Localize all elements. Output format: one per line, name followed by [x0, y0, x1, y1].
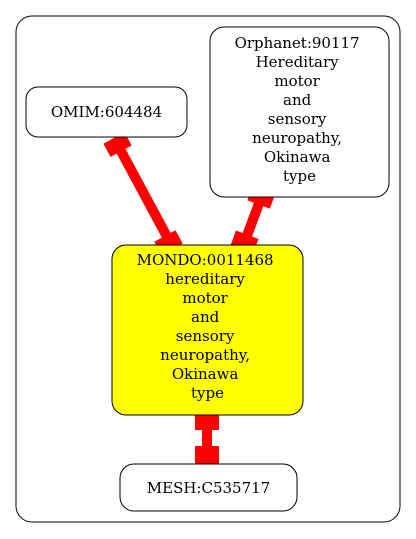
node-mondo-line: Okinawa: [172, 365, 239, 383]
node-mondo-line: hereditary: [165, 270, 245, 288]
node-omim-label: OMIM:604484: [51, 103, 162, 121]
node-orphanet-line: and: [283, 91, 312, 109]
node-orphanet-line: Orphanet:90117: [235, 34, 360, 52]
node-orphanet-label: Orphanet:90117 Hereditary motor and sens…: [235, 34, 365, 185]
node-mondo-line: motor: [182, 289, 228, 307]
node-orphanet-line: neuropathy,: [252, 129, 342, 147]
node-mondo-label: MONDO:0011468 hereditary motor and senso…: [137, 251, 279, 402]
node-mesh-label: MESH:C535717: [147, 479, 270, 497]
node-orphanet-line: type: [283, 167, 316, 185]
node-mondo-line: neuropathy,: [160, 346, 250, 364]
node-orphanet-line: motor: [274, 72, 320, 90]
node-mondo-line: type: [191, 384, 224, 402]
node-mondo[interactable]: MONDO:0011468 hereditary motor and senso…: [111, 244, 304, 416]
edge-mondo-mesh: [195, 410, 219, 470]
node-orphanet-line: sensory: [268, 110, 327, 128]
node-orphanet-line: Hereditary: [256, 53, 340, 71]
node-mondo-line: sensory: [176, 327, 235, 345]
node-mesh[interactable]: MESH:C535717: [119, 463, 298, 512]
node-mondo-line: MONDO:0011468: [137, 251, 274, 269]
node-omim[interactable]: OMIM:604484: [25, 86, 188, 138]
edge-omim-mondo-tail-marker: [103, 132, 132, 157]
edge-mondo-mesh-head-marker: [195, 446, 219, 468]
node-mondo-line: and: [191, 308, 220, 326]
edges: [103, 132, 275, 470]
node-orphanet[interactable]: Orphanet:90117 Hereditary motor and sens…: [209, 26, 390, 198]
node-orphanet-line: Okinawa: [264, 148, 331, 166]
